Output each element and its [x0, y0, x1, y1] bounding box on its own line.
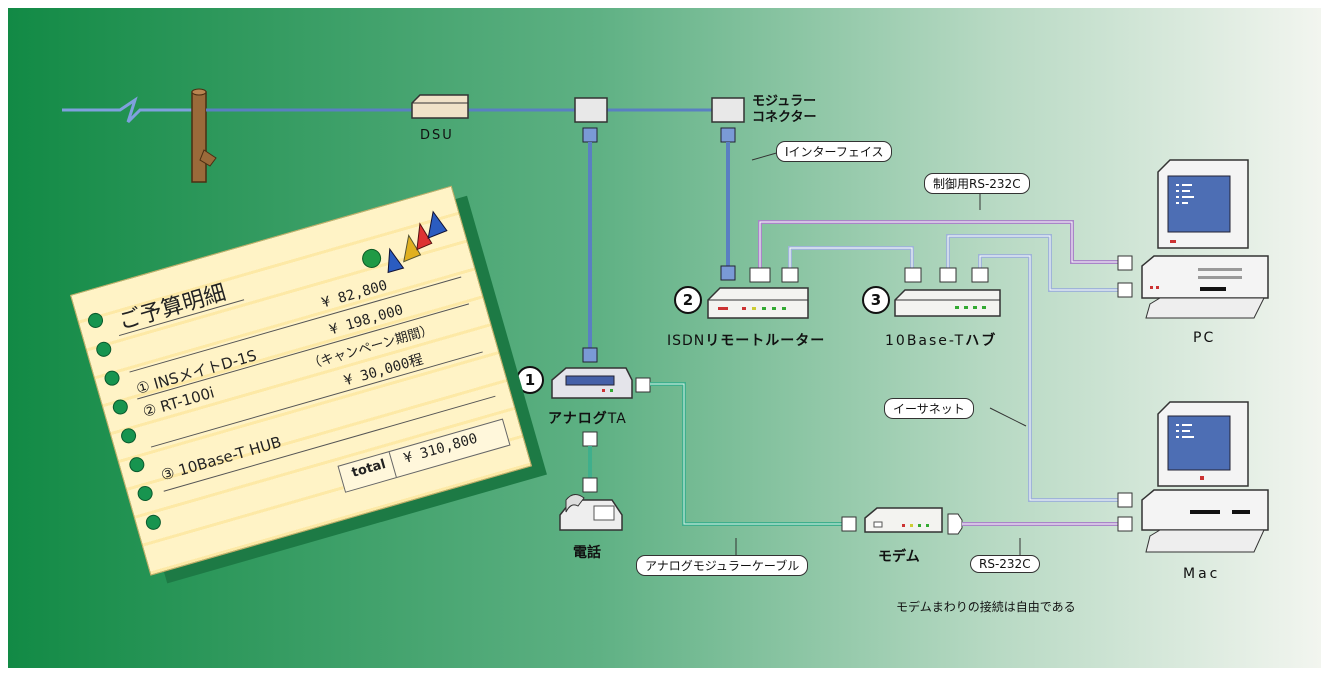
- router-label-plain: ISDN: [667, 333, 706, 349]
- callout-pointer: [989, 407, 1027, 427]
- plug-icon: [781, 267, 799, 283]
- total-separator: [388, 451, 397, 478]
- callout-rs232c-control: 制御用RS-232C: [924, 173, 1030, 194]
- plug-icon: [720, 127, 736, 143]
- plug-icon: [971, 267, 989, 283]
- telephone-icon: [559, 494, 623, 531]
- router-label: ISDNリモートルーター: [667, 330, 825, 350]
- plug-icon: [749, 267, 771, 283]
- modular-connector-line1: モジュラー: [752, 94, 817, 109]
- line-highlight: [947, 235, 1118, 291]
- plug-icon: [904, 267, 922, 283]
- hub-number-badge: 3: [862, 286, 890, 314]
- ta-device-icon: [551, 367, 651, 399]
- hub-label-bold: ハブ: [965, 333, 998, 349]
- callout-analog-cable: アナログモジュラーケーブル: [636, 555, 809, 576]
- modem-label: モデム: [878, 549, 920, 565]
- dsu-label: DSU: [420, 128, 454, 143]
- plug-icon: [841, 516, 857, 532]
- budget-card: ご予算明細 ¥ 82,800 ① INSメイトD-1S ¥ 198,000 ② …: [70, 185, 547, 584]
- pc-port-icon: [1117, 255, 1133, 271]
- hub-label: 10Base-Tハブ: [885, 330, 997, 350]
- pc-port-icon: [1117, 282, 1133, 298]
- mac-port-icon: [1117, 516, 1133, 532]
- utility-pole-icon: [191, 88, 217, 183]
- callout-rs232c: RS-232C: [970, 555, 1040, 573]
- ta-label-bold: アナログ: [548, 411, 608, 427]
- callout-pointer: [751, 151, 781, 161]
- junction-box-icon: [574, 97, 608, 123]
- line-highlight: [650, 383, 842, 525]
- plug-icon: [582, 431, 598, 447]
- modular-connector-line2: コネクター: [752, 110, 817, 125]
- plug-icon: [939, 267, 957, 283]
- callout-i-interface: Iインターフェイス: [776, 141, 893, 162]
- modem-note: モデムまわりの接続は自由である: [896, 600, 1076, 614]
- callout-ethernet: イーサネット: [884, 398, 974, 419]
- plug-icon: [582, 347, 598, 363]
- modular-connector-icon: [711, 97, 745, 123]
- ta-label-plain: TA: [607, 411, 627, 427]
- dsu-box-icon: [411, 94, 469, 119]
- plug-icon: [720, 265, 736, 281]
- plug-icon: [582, 127, 598, 143]
- mac-computer-icon: [1141, 401, 1269, 553]
- mac-port-icon: [1117, 492, 1133, 508]
- hub-device-icon: [894, 289, 1001, 317]
- mac-label: Mac: [1183, 566, 1221, 582]
- router-device-icon: [707, 287, 809, 319]
- pc-label: PC: [1193, 330, 1216, 346]
- modular-connector-label: モジュラー コネクター: [752, 94, 816, 126]
- plug-icon: [582, 477, 598, 493]
- line-highlight: [979, 255, 1118, 501]
- ta-label: アナログTA: [548, 408, 627, 428]
- hub-label-plain: 10Base-T: [885, 333, 966, 349]
- router-label-bold: リモートルーター: [705, 333, 826, 349]
- incoming-line: [62, 96, 200, 124]
- line-highlight: [789, 247, 913, 270]
- isdn-logo-icon: [362, 210, 448, 274]
- pc-computer-icon: [1141, 159, 1269, 319]
- line-highlight: [759, 221, 1118, 268]
- phone-label: 電話: [573, 545, 601, 561]
- router-number-badge: 2: [674, 286, 702, 314]
- modem-device-icon: [864, 507, 963, 535]
